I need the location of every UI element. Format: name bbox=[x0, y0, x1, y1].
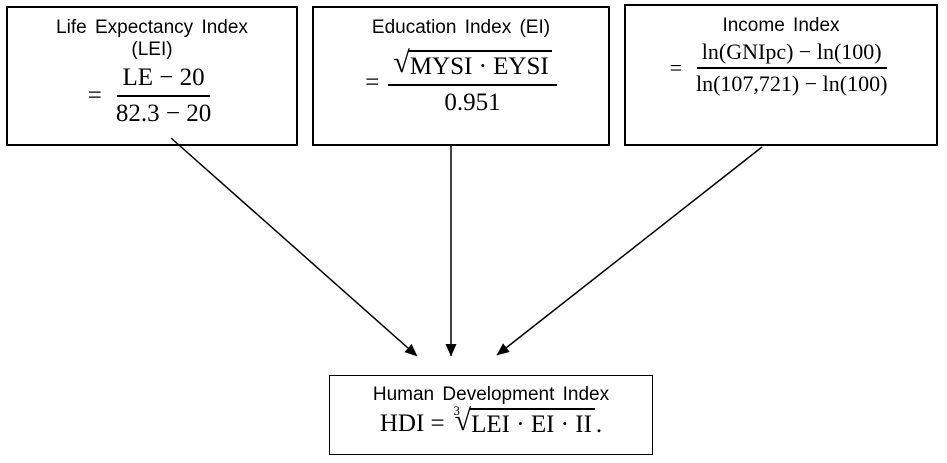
lei-title-line2: (LEI) bbox=[131, 39, 173, 61]
hdi-formula: HDI = 3√LEI · EI · II. bbox=[379, 404, 603, 439]
ii-fraction-denominator: ln(107,721) − ln(100) bbox=[695, 71, 888, 97]
cube-root-index: 3 bbox=[453, 403, 460, 418]
hdi-formula-lhs: HDI = bbox=[379, 409, 445, 437]
lei-fraction-denominator: 82.3 − 20 bbox=[115, 99, 212, 127]
lei-title-line1: Life Expectancy Index bbox=[56, 17, 248, 38]
hdi-period: . bbox=[595, 411, 603, 439]
box-education-index: Education Index (EI) = √MYSI · EYSI 0.95… bbox=[312, 6, 610, 146]
cube-root-icon: √ bbox=[454, 404, 472, 438]
square-root-icon: √ bbox=[393, 46, 410, 80]
equals-sign: = bbox=[365, 69, 380, 97]
hdi-cube-root: 3√LEI · EI · II. bbox=[454, 404, 603, 439]
lei-box-title: Life Expectancy Index (LEI) bbox=[56, 17, 248, 61]
ei-fraction: √MYSI · EYSI 0.951 bbox=[388, 46, 557, 116]
ei-fraction-denominator: 0.951 bbox=[444, 88, 501, 116]
box-income-index: Income Index = ln(GNIpc) − ln(100) ln(10… bbox=[624, 4, 938, 146]
arrow-ii-to-hdi bbox=[496, 146, 763, 356]
lei-fraction-numerator: LE − 20 bbox=[117, 64, 210, 97]
ei-box-title: Education Index (EI) bbox=[371, 17, 551, 38]
ei-radicand: MYSI · EYSI bbox=[407, 50, 552, 81]
equals-sign: = bbox=[669, 55, 682, 81]
arrow-lei-to-hdi bbox=[170, 137, 418, 357]
hdi-box-title: Human Development Index bbox=[372, 384, 610, 405]
lei-fraction: LE − 20 82.3 − 20 bbox=[111, 64, 216, 127]
ei-formula: = √MYSI · EYSI 0.951 bbox=[365, 46, 557, 116]
hdi-radicand: LEI · EI · II bbox=[469, 408, 595, 439]
lei-formula: = LE − 20 82.3 − 20 bbox=[88, 64, 216, 127]
box-human-development-index: Human Development Index HDI = 3√LEI · EI… bbox=[329, 375, 653, 455]
box-life-expectancy-index: Life Expectancy Index (LEI) = LE − 20 82… bbox=[6, 6, 298, 146]
equals-sign: = bbox=[87, 81, 102, 109]
ii-fraction: ln(GNIpc) − ln(100) ln(107,721) − ln(100… bbox=[691, 39, 892, 97]
ii-formula: = ln(GNIpc) − ln(100) ln(107,721) − ln(1… bbox=[669, 39, 893, 97]
ii-box-title: Income Index bbox=[722, 15, 840, 36]
ii-fraction-numerator: ln(GNIpc) − ln(100) bbox=[696, 39, 887, 70]
ei-fraction-numerator: √MYSI · EYSI bbox=[388, 46, 557, 86]
